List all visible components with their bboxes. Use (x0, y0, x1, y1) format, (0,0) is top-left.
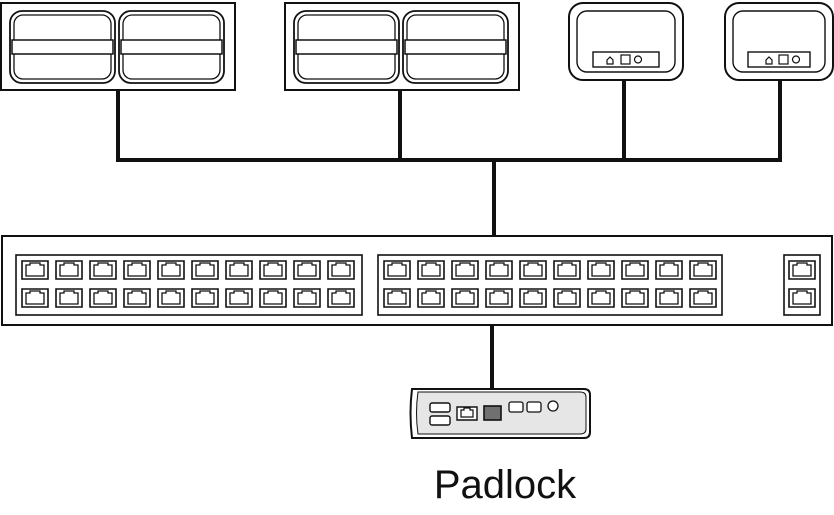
switch-port (55, 260, 83, 280)
port-small-2 (526, 401, 542, 413)
switch-port (123, 260, 151, 280)
switch-port (123, 288, 151, 308)
switch-port (383, 260, 411, 280)
usb-port-bottom (429, 415, 451, 426)
dual-drive-unit-1 (0, 2, 236, 91)
circle-icon (791, 55, 801, 64)
switch-port (21, 260, 49, 280)
switch-port (259, 260, 287, 280)
switch-port (621, 288, 649, 308)
switch-port (587, 260, 615, 280)
switch-port (417, 288, 445, 308)
ethernet-port (456, 406, 478, 421)
switch-port (417, 260, 445, 280)
switch-port (451, 288, 479, 308)
switch-port (553, 288, 581, 308)
switch-port (157, 260, 185, 280)
switch-port (225, 288, 253, 308)
switch-port (157, 288, 185, 308)
switch-port (485, 288, 513, 308)
switch-port (293, 260, 321, 280)
device-caption: Padlock (433, 463, 577, 507)
home-icon (765, 56, 773, 65)
port-small-1 (508, 401, 524, 413)
switch-port (788, 288, 816, 308)
usb-port-top (429, 402, 451, 413)
switch-port (689, 260, 717, 280)
switch-port (259, 288, 287, 308)
switch-port (587, 288, 615, 308)
switch-port (21, 288, 49, 308)
network-switch (1, 235, 833, 326)
single-unit-1 (568, 2, 684, 81)
switch-port (191, 260, 219, 280)
square-icon (778, 54, 789, 65)
switch-port (655, 288, 683, 308)
switch-port (89, 260, 117, 280)
switch-port (89, 288, 117, 308)
switch-port (553, 260, 581, 280)
switch-port (621, 260, 649, 280)
switch-port (451, 260, 479, 280)
connection-lines (116, 78, 782, 412)
switch-port (519, 260, 547, 280)
switch-port (485, 260, 513, 280)
switch-port (191, 288, 219, 308)
square-icon (620, 54, 631, 65)
switch-port (788, 260, 816, 280)
switch-port (383, 288, 411, 308)
home-icon (606, 56, 614, 65)
power-button (547, 400, 559, 412)
switch-port (327, 260, 355, 280)
switch-port (293, 288, 321, 308)
switch-port (519, 288, 547, 308)
switch-port (225, 260, 253, 280)
switch-port (55, 288, 83, 308)
single-unit-2 (724, 2, 834, 81)
dual-drive-unit-2 (284, 2, 520, 91)
circle-icon (633, 55, 643, 64)
switch-port (689, 288, 717, 308)
padlock-device (409, 388, 591, 439)
ethernet-port-connected (483, 405, 502, 421)
switch-port (655, 260, 683, 280)
switch-port (327, 288, 355, 308)
